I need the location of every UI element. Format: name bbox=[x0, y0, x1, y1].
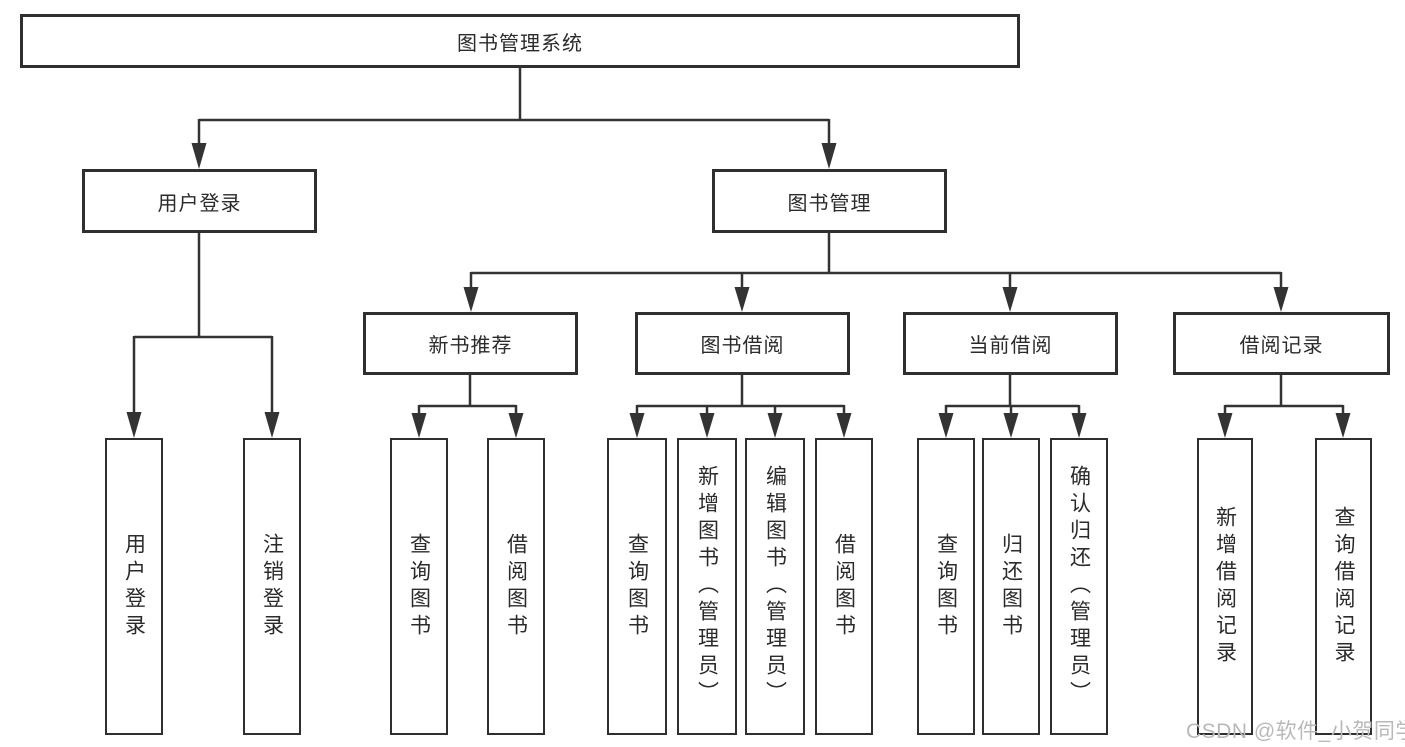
node-new-book-recommend: 新书推荐 bbox=[363, 312, 578, 375]
leaf-query-borrow-record: 查询借阅记录 bbox=[1315, 438, 1372, 735]
connector-newbook-to-leaves bbox=[417, 375, 518, 417]
arrow-down-icon bbox=[629, 413, 645, 438]
node-book-borrowing-label: 图书借阅 bbox=[700, 335, 785, 357]
connector-bookmgmt-to-level3 bbox=[469, 233, 1283, 291]
leaf-user-login: 用户登录 bbox=[105, 438, 163, 735]
leaf-add-books-admin-label: 新增图书（管理员） bbox=[695, 465, 719, 708]
leaf-query-books-current-label: 查询图书 bbox=[934, 532, 958, 641]
arrow-down-icon bbox=[1217, 413, 1233, 438]
leaf-borrow-books-recommend: 借阅图书 bbox=[487, 438, 545, 735]
node-user-login-label: 用户登录 bbox=[157, 192, 242, 215]
arrow-down-icon bbox=[191, 143, 207, 169]
node-user-login: 用户登录 bbox=[82, 169, 317, 233]
leaf-user-login-label: 用户登录 bbox=[122, 532, 146, 641]
leaf-query-books-recommend: 查询图书 bbox=[390, 438, 448, 735]
arrow-down-icon bbox=[938, 413, 954, 438]
node-book-management: 图书管理 bbox=[712, 169, 947, 233]
leaf-confirm-return-admin-label: 确认归还（管理员） bbox=[1067, 465, 1091, 708]
leaf-query-books-borrowing-label: 查询图书 bbox=[625, 532, 649, 641]
arrow-down-icon bbox=[264, 412, 280, 438]
leaf-return-books: 归还图书 bbox=[982, 438, 1040, 735]
arrow-down-icon bbox=[1071, 413, 1087, 438]
leaf-query-borrow-record-label: 查询借阅记录 bbox=[1332, 505, 1355, 668]
leaf-edit-books-admin-label: 编辑图书（管理员） bbox=[763, 465, 787, 708]
leaf-add-borrow-record-label: 新增借阅记录 bbox=[1213, 505, 1237, 668]
arrow-down-icon bbox=[463, 287, 479, 312]
arrow-down-icon bbox=[1273, 287, 1289, 312]
arrow-down-icon bbox=[411, 413, 427, 438]
node-root-system: 图书管理系统 bbox=[20, 14, 1020, 68]
arrow-down-icon bbox=[821, 143, 837, 169]
connector-records-to-leaves bbox=[1223, 375, 1345, 417]
node-root-label: 图书管理系统 bbox=[457, 32, 583, 55]
arrow-down-icon bbox=[1335, 413, 1351, 438]
arrow-down-icon bbox=[126, 412, 142, 438]
connector-borrowing-to-leaves bbox=[635, 375, 846, 417]
leaf-query-books-current: 查询图书 bbox=[917, 438, 975, 735]
arrow-down-icon bbox=[1003, 413, 1019, 438]
leaf-query-books-borrowing: 查询图书 bbox=[607, 438, 667, 735]
arrow-down-icon bbox=[699, 413, 715, 438]
leaf-query-books-recommend-label: 查询图书 bbox=[407, 532, 431, 641]
leaf-edit-books-admin: 编辑图书（管理员） bbox=[745, 438, 805, 735]
csdn-watermark: CSDN @软件_小贺同学 bbox=[1186, 720, 1405, 743]
leaf-add-borrow-record: 新增借阅记录 bbox=[1197, 438, 1253, 735]
arrow-down-icon bbox=[508, 413, 524, 438]
leaf-confirm-return-admin: 确认归还（管理员） bbox=[1050, 438, 1108, 735]
arrow-down-icon bbox=[734, 287, 750, 312]
arrow-down-icon bbox=[836, 413, 852, 438]
connector-current-to-leaves bbox=[944, 375, 1081, 417]
leaf-logout: 注销登录 bbox=[243, 438, 301, 735]
leaf-add-books-admin: 新增图书（管理员） bbox=[677, 438, 737, 735]
arrow-down-icon bbox=[1002, 287, 1018, 312]
node-current-borrowing-label: 当前借阅 bbox=[968, 335, 1053, 357]
leaf-borrow-books-recommend-label: 借阅图书 bbox=[504, 532, 528, 641]
node-new-book-recommend-label: 新书推荐 bbox=[428, 335, 513, 357]
node-borrowing-records: 借阅记录 bbox=[1173, 312, 1390, 375]
node-book-borrowing: 图书借阅 bbox=[635, 312, 850, 375]
node-book-management-label: 图书管理 bbox=[787, 192, 872, 215]
leaf-return-books-label: 归还图书 bbox=[999, 532, 1023, 641]
connector-root-to-level2 bbox=[197, 68, 831, 146]
node-current-borrowing: 当前借阅 bbox=[903, 312, 1118, 375]
leaf-logout-label: 注销登录 bbox=[260, 532, 284, 641]
arrow-down-icon bbox=[767, 413, 783, 438]
connector-userlogin-to-leaves bbox=[132, 233, 274, 415]
leaf-borrow-books-borrowing: 借阅图书 bbox=[815, 438, 873, 735]
node-borrowing-records-label: 借阅记录 bbox=[1239, 335, 1324, 357]
leaf-borrow-books-borrowing-label: 借阅图书 bbox=[832, 532, 856, 641]
